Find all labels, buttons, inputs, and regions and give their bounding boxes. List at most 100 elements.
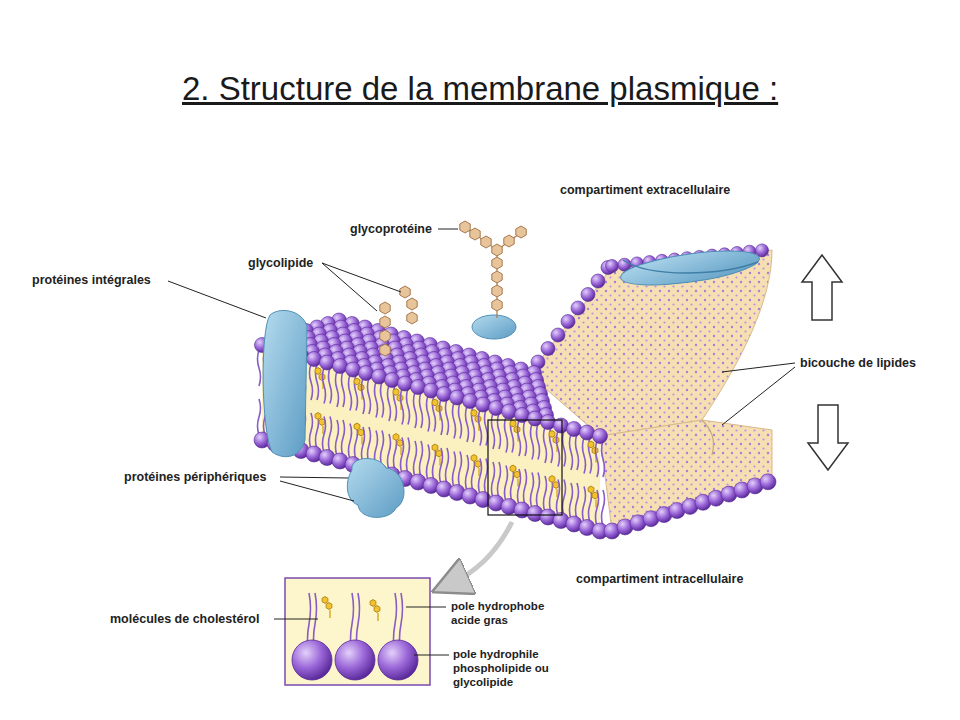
cholesterol-tail <box>400 447 401 455</box>
phospholipid-head <box>528 411 543 426</box>
fatty-acid-tail <box>381 382 384 418</box>
leader-line <box>168 281 266 318</box>
phospholipid-head <box>372 369 387 384</box>
leader-line <box>438 229 458 230</box>
phospholipid-head <box>307 352 322 367</box>
phospholipid-head <box>593 429 608 444</box>
fatty-acid-tail <box>414 392 417 428</box>
cholesterol-ring <box>553 482 559 489</box>
cholesterol-ring <box>393 434 399 441</box>
bilayer-section <box>600 420 772 531</box>
phospholipid-head <box>606 260 619 273</box>
fatty-acid-tail <box>518 420 521 456</box>
section-fold <box>702 420 714 455</box>
cholesterol-ring <box>397 440 403 447</box>
fatty-acid-tail <box>596 441 599 477</box>
part-label: protéines périphériques <box>124 470 266 485</box>
phospholipid-head <box>580 425 595 440</box>
leader-line <box>322 263 377 311</box>
phospholipid-head <box>489 401 504 416</box>
fatty-acid-tail <box>336 371 339 407</box>
sugar-unit <box>407 312 417 324</box>
phospholipid-head <box>398 376 413 391</box>
fatty-acid-tail <box>576 434 579 470</box>
sugar-unit <box>492 299 502 311</box>
sugar-unit <box>380 316 390 328</box>
phospholipid-head <box>567 422 582 437</box>
leader-line <box>414 655 449 656</box>
part-label: bicouche de lipides <box>800 356 916 371</box>
fatty-acid-tail <box>349 424 352 460</box>
fatty-acid-tail <box>258 399 261 435</box>
fatty-acid-tail <box>388 385 391 421</box>
cholesterol-ring <box>510 465 516 472</box>
cholesterol-tail <box>595 500 596 508</box>
leader-line <box>322 263 401 292</box>
phospholipid-head <box>581 288 595 302</box>
fatty-acid-tail <box>440 399 443 435</box>
fatty-acid-tail <box>479 410 482 446</box>
sugar-unit <box>492 244 502 256</box>
fatty-acid-tail <box>583 487 586 523</box>
cholesterol-ring <box>436 450 442 457</box>
fatty-acid-tail <box>375 382 378 418</box>
cholesterol-ring <box>322 597 328 604</box>
fatty-acid-tail <box>368 427 371 463</box>
sugar-unit <box>400 286 410 298</box>
fatty-acid-tail <box>310 364 313 400</box>
fatty-acid-tail <box>407 389 410 425</box>
phospholipid-head <box>359 366 374 381</box>
fatty-acid-tail <box>479 459 482 495</box>
phospholipid-head <box>424 383 439 398</box>
fatty-acid-tail <box>557 431 560 467</box>
fatty-acid-tail <box>492 462 495 498</box>
cholesterol-ring <box>319 419 325 426</box>
phospholipid-head <box>292 640 332 680</box>
fatty-acid-tail <box>368 378 371 414</box>
fatty-acid-tail <box>576 483 579 519</box>
phospholipid-head <box>450 390 465 405</box>
leader-line <box>722 363 795 372</box>
part-label: glycoprotéine <box>350 222 432 237</box>
fatty-acid-tail <box>557 480 560 516</box>
cholesterol-ring <box>549 431 555 438</box>
fatty-acid-tail <box>381 431 384 467</box>
fatty-acid-tail <box>342 371 345 407</box>
fatty-acid-tail <box>602 490 605 526</box>
cholesterol-tail <box>478 468 479 476</box>
fatty-acid-tail <box>518 469 521 505</box>
fatty-acid-tail <box>537 473 540 509</box>
part-label: molécules de cholestérol <box>110 612 259 627</box>
part-label: pole hydrophobe acide gras <box>451 600 556 628</box>
fatty-acid-tail <box>362 378 365 414</box>
protein-edge <box>623 260 758 273</box>
fatty-acid-tail <box>401 389 404 425</box>
phospholipid-head <box>411 380 426 395</box>
fatty-acid-tail <box>583 438 586 474</box>
fatty-acid-tail <box>524 469 527 505</box>
phospholipid-head <box>378 640 418 680</box>
sugar-unit <box>516 226 526 238</box>
slide-title: 2. Structure de la membrane plasmique : <box>182 70 778 108</box>
cholesterol-tail <box>329 610 330 618</box>
fatty-acid-tail <box>453 403 456 439</box>
leader-line <box>406 607 446 608</box>
leader-line <box>280 477 348 478</box>
cholesterol-ring <box>471 455 477 462</box>
sugar-unit <box>470 228 480 240</box>
phospholipid-head <box>591 274 605 288</box>
sugar-unit <box>380 344 390 356</box>
fatty-acid-tail <box>440 448 443 484</box>
leader-line <box>722 367 795 425</box>
bilayer-front-face <box>262 345 600 531</box>
fatty-acid-tail <box>420 441 423 477</box>
cholesterol-ring <box>588 441 594 448</box>
fatty-acid-tail <box>420 392 423 428</box>
sugar-unit <box>492 271 502 283</box>
cholesterol-ring <box>393 389 399 396</box>
sugar-unit <box>492 285 502 297</box>
fatty-acid-tail <box>466 455 469 491</box>
cholesterol-tail <box>322 426 323 434</box>
fatty-acid-tail <box>401 438 404 474</box>
